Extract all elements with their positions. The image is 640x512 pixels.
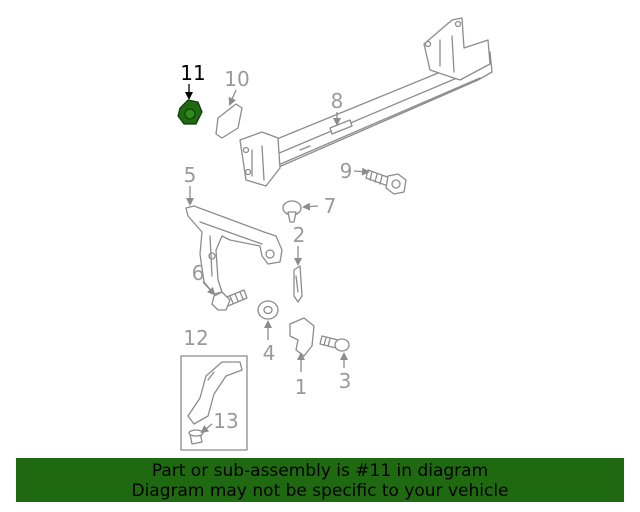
callout-3: 3 [339,369,352,393]
info-banner: Part or sub-assembly is #11 in diagram D… [16,458,624,502]
bracket-part-5 [185,205,283,295]
callout-1: 1 [295,375,308,399]
callout-11: 11 [180,61,205,85]
callout-12: 12 [183,326,208,350]
bolt-part-9 [365,169,407,195]
clip-part-7 [282,200,302,223]
callout-5: 5 [184,163,197,187]
leader-13 [200,423,213,434]
reinforcement-bar-part-8 [239,17,493,187]
banner-line-2: Diagram may not be specific to your vehi… [131,481,509,501]
leader-10 [228,89,237,106]
callout-8: 8 [331,89,344,113]
sub-assembly-box-part-12 [180,355,248,451]
leader-7 [302,202,319,211]
leader-9 [353,167,370,176]
callout-7: 7 [324,194,337,218]
callout-10: 10 [224,67,249,91]
bolt-part-3 [319,335,350,352]
bolt-part-6 [211,289,248,311]
rod-part-2 [293,265,303,303]
callout-13: 13 [213,409,238,433]
callout-2: 2 [293,223,306,247]
callout-4: 4 [263,341,276,365]
leader-6 [202,281,216,296]
banner-line-1: Part or sub-assembly is #11 in diagram [151,461,489,481]
bracket-part-1 [289,317,315,357]
clip-part-13 [188,429,204,445]
callout-9: 9 [340,159,353,183]
nut-part-11-highlighted [177,99,203,125]
nut-part-4 [257,300,279,320]
plate-part-10 [215,103,243,139]
callout-6: 6 [192,261,205,285]
